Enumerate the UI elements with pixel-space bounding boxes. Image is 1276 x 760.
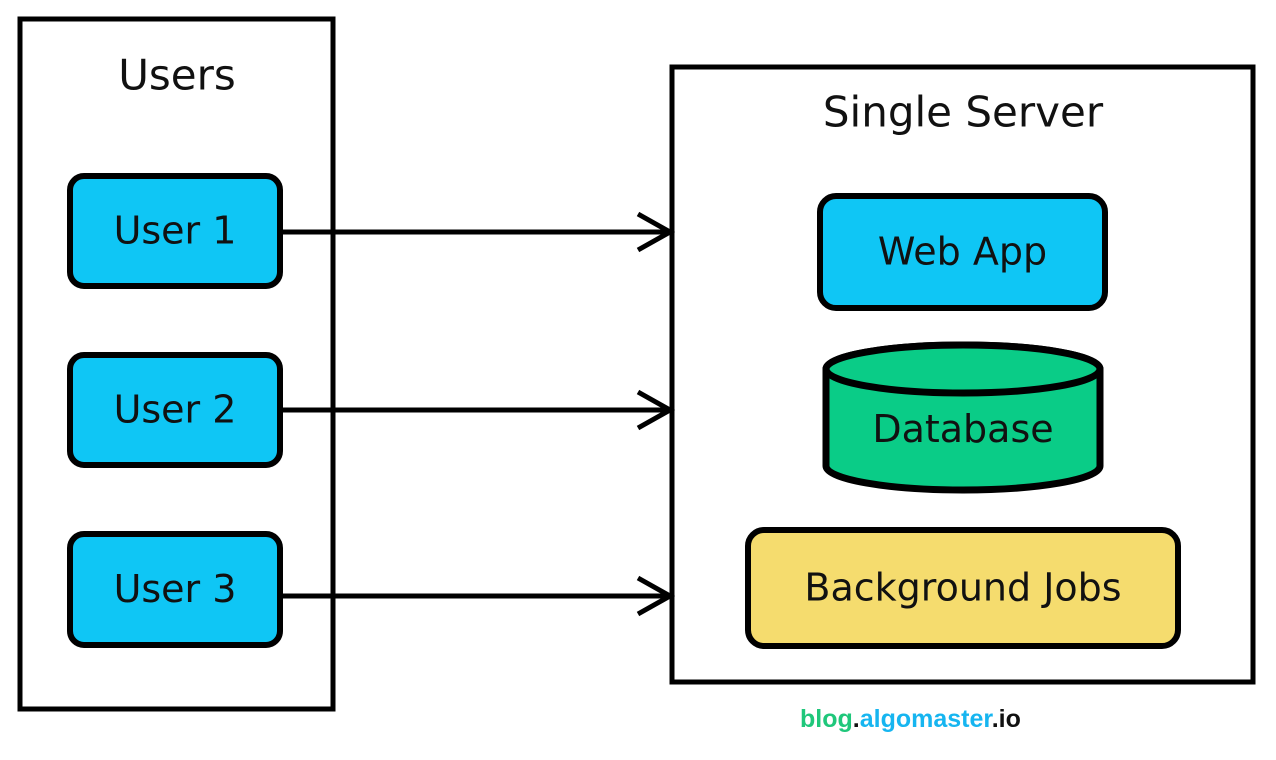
arrows-layer [280, 211, 676, 617]
node-user-2[interactable]: User 2 [67, 352, 283, 468]
arrow-user-1-to-server [280, 211, 676, 253]
arrow-user-1-head [636, 211, 676, 253]
database-label: Database [872, 407, 1053, 451]
server-group-label: Single Server [823, 88, 1104, 137]
database-cylinder-top-rim [822, 341, 1104, 397]
users-group-label: Users [118, 51, 236, 100]
user-2-box[interactable] [67, 352, 283, 468]
server-group: Single Server [669, 64, 1256, 685]
user-1-label: User 1 [114, 209, 237, 253]
node-user-1[interactable]: User 1 [67, 173, 283, 289]
web-app-label: Web App [878, 230, 1047, 274]
server-group-box [669, 64, 1256, 685]
node-user-3[interactable]: User 3 [67, 531, 283, 648]
node-background-jobs[interactable]: Background Jobs [745, 527, 1181, 649]
arrow-user-2-to-server [280, 389, 676, 431]
background-jobs-box[interactable] [745, 527, 1181, 649]
footer-branding[interactable]: blog.algomaster.io [800, 705, 1021, 733]
arrow-user-3-head [636, 575, 676, 617]
users-group-box [17, 16, 336, 712]
arrow-user-3-to-server [280, 575, 676, 617]
background-jobs-label: Background Jobs [804, 566, 1121, 610]
footer-part-dot-1: . [853, 705, 860, 733]
user-2-label: User 2 [114, 388, 237, 432]
footer-part-algomaster: algomaster [860, 705, 994, 733]
node-database[interactable]: Database [822, 341, 1104, 494]
user-1-box[interactable] [67, 173, 283, 289]
users-group: Users [17, 16, 336, 712]
arrow-user-2-head [636, 389, 676, 431]
user-3-box[interactable] [67, 531, 283, 648]
node-web-app[interactable]: Web App [817, 193, 1108, 311]
user-3-label: User 3 [114, 567, 237, 611]
footer-text-group: blog.algomaster.io [800, 705, 1021, 733]
footer-part-tld: .io [992, 705, 1021, 733]
footer-part-blog: blog [800, 705, 853, 733]
web-app-box[interactable] [817, 193, 1108, 311]
